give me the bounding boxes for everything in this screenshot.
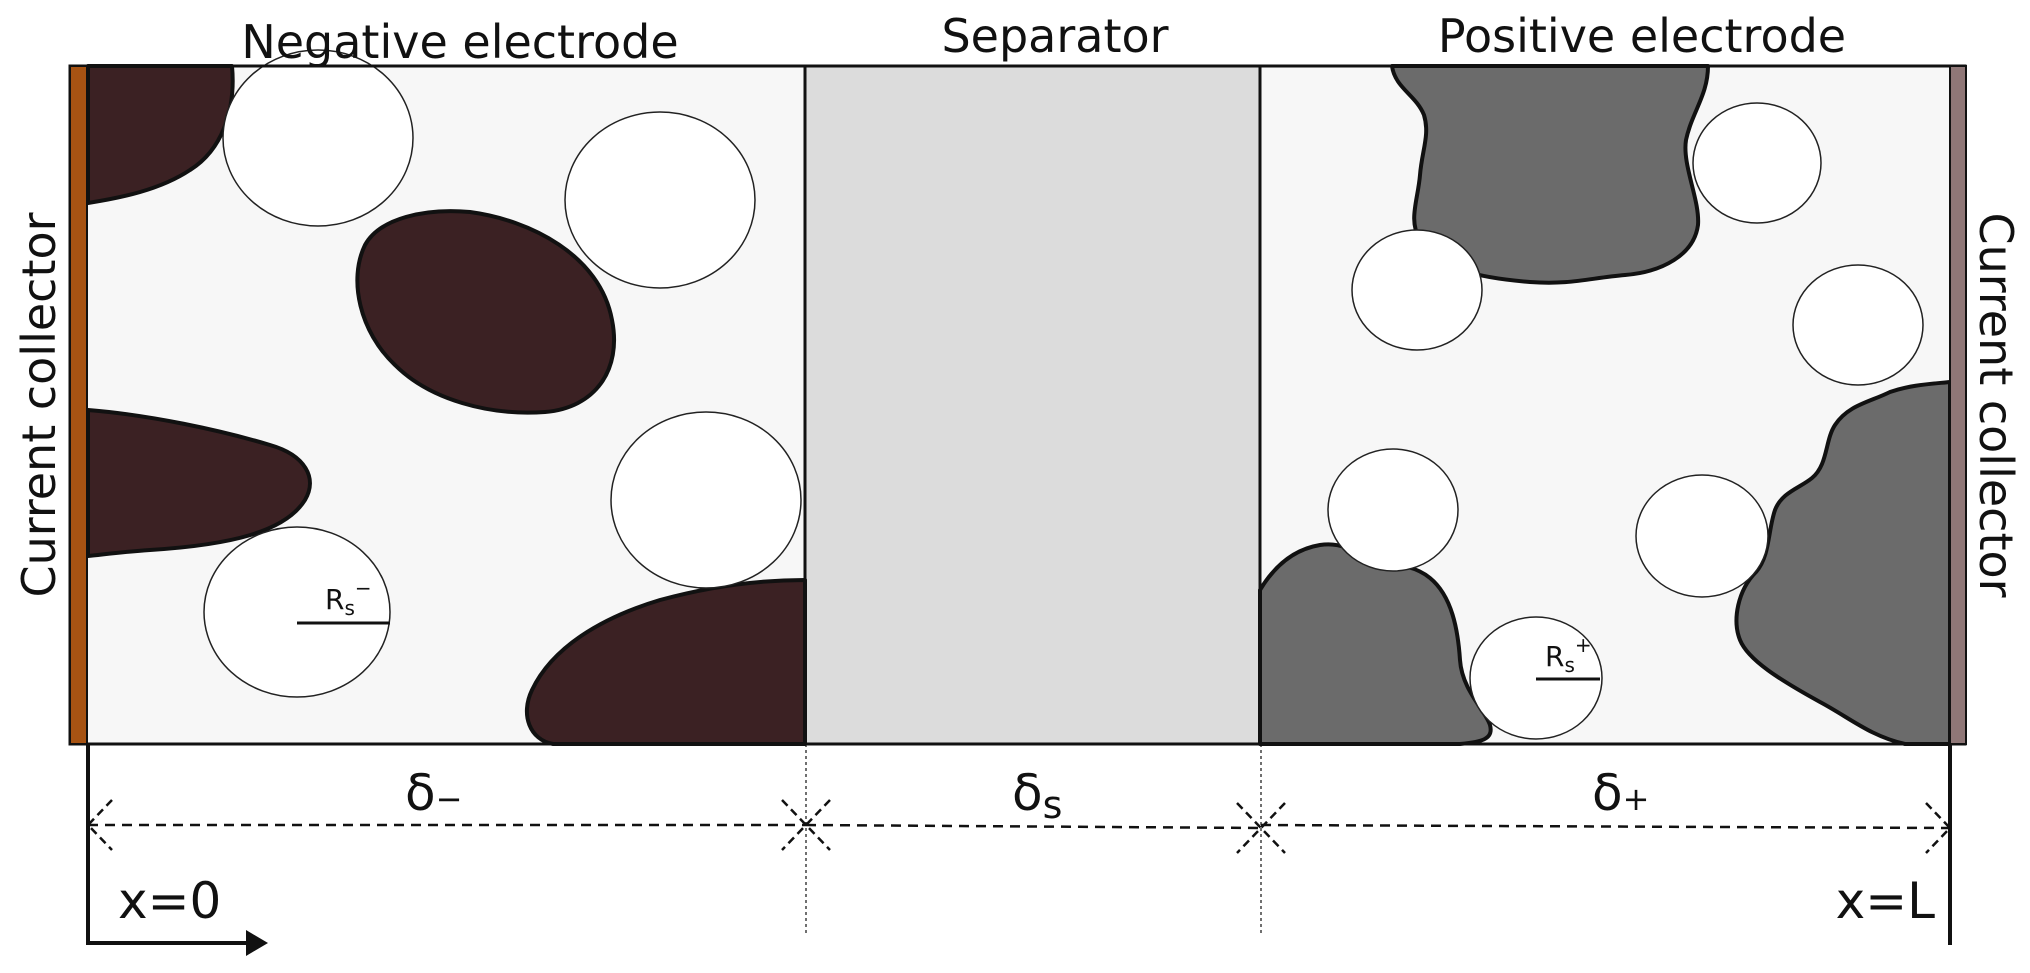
x-L-label: x=L [1836, 872, 1935, 930]
arrowhead-neg-end [781, 799, 808, 851]
pore-circle [1792, 264, 1924, 386]
pore-circle [1327, 448, 1459, 572]
negative-electrode-title: Negative electrode [241, 15, 678, 69]
positive-particle [1258, 542, 1493, 746]
delta-positive-label: δ+ [1592, 764, 1649, 822]
arrowhead-sep-start [804, 799, 831, 851]
positive-radius-label: Rs+ [1545, 633, 1592, 677]
delta-separator-dimension [805, 823, 1262, 830]
pore-circle [222, 49, 414, 227]
pore-circle [610, 411, 802, 589]
positive-active-particles [1258, 64, 1952, 746]
negative-particle [355, 209, 617, 415]
arrowhead-right [1925, 802, 1952, 854]
arrowhead-left [86, 799, 113, 851]
separator-region [805, 66, 1260, 744]
pore-circle [1351, 229, 1483, 351]
arrowhead-pos-start [1259, 802, 1286, 854]
pore-circle [1692, 102, 1822, 224]
right-collector-label: Current collector [1969, 212, 2023, 597]
positive-particle [1734, 380, 1952, 746]
pore-circle [203, 526, 391, 698]
dimension-guides [86, 744, 1952, 945]
right-arrow-icon [88, 930, 268, 956]
negative-particle [86, 64, 235, 205]
negative-pore-particles [203, 49, 802, 698]
negative-radius-label: Rs− [325, 576, 372, 620]
positive-electrode-title: Positive electrode [1438, 9, 1846, 63]
delta-positive-dimension [1260, 823, 1951, 830]
separator-title: Separator [941, 9, 1168, 63]
x-zero-label: x=0 [118, 872, 221, 930]
right-current-collector [1949, 65, 1967, 745]
delta-separator-label: δs [1012, 764, 1062, 827]
negative-particle [86, 408, 312, 558]
arrowhead-sep-end [1236, 802, 1263, 854]
pore-circle [564, 111, 756, 289]
positive-particle [1390, 64, 1710, 285]
pore-circle [1635, 474, 1769, 598]
negative-particle [525, 578, 807, 746]
left-current-collector [69, 65, 88, 745]
negative-active-particles [86, 64, 807, 746]
left-collector-label: Current collector [12, 212, 66, 597]
delta-negative-label: δ− [405, 764, 462, 822]
